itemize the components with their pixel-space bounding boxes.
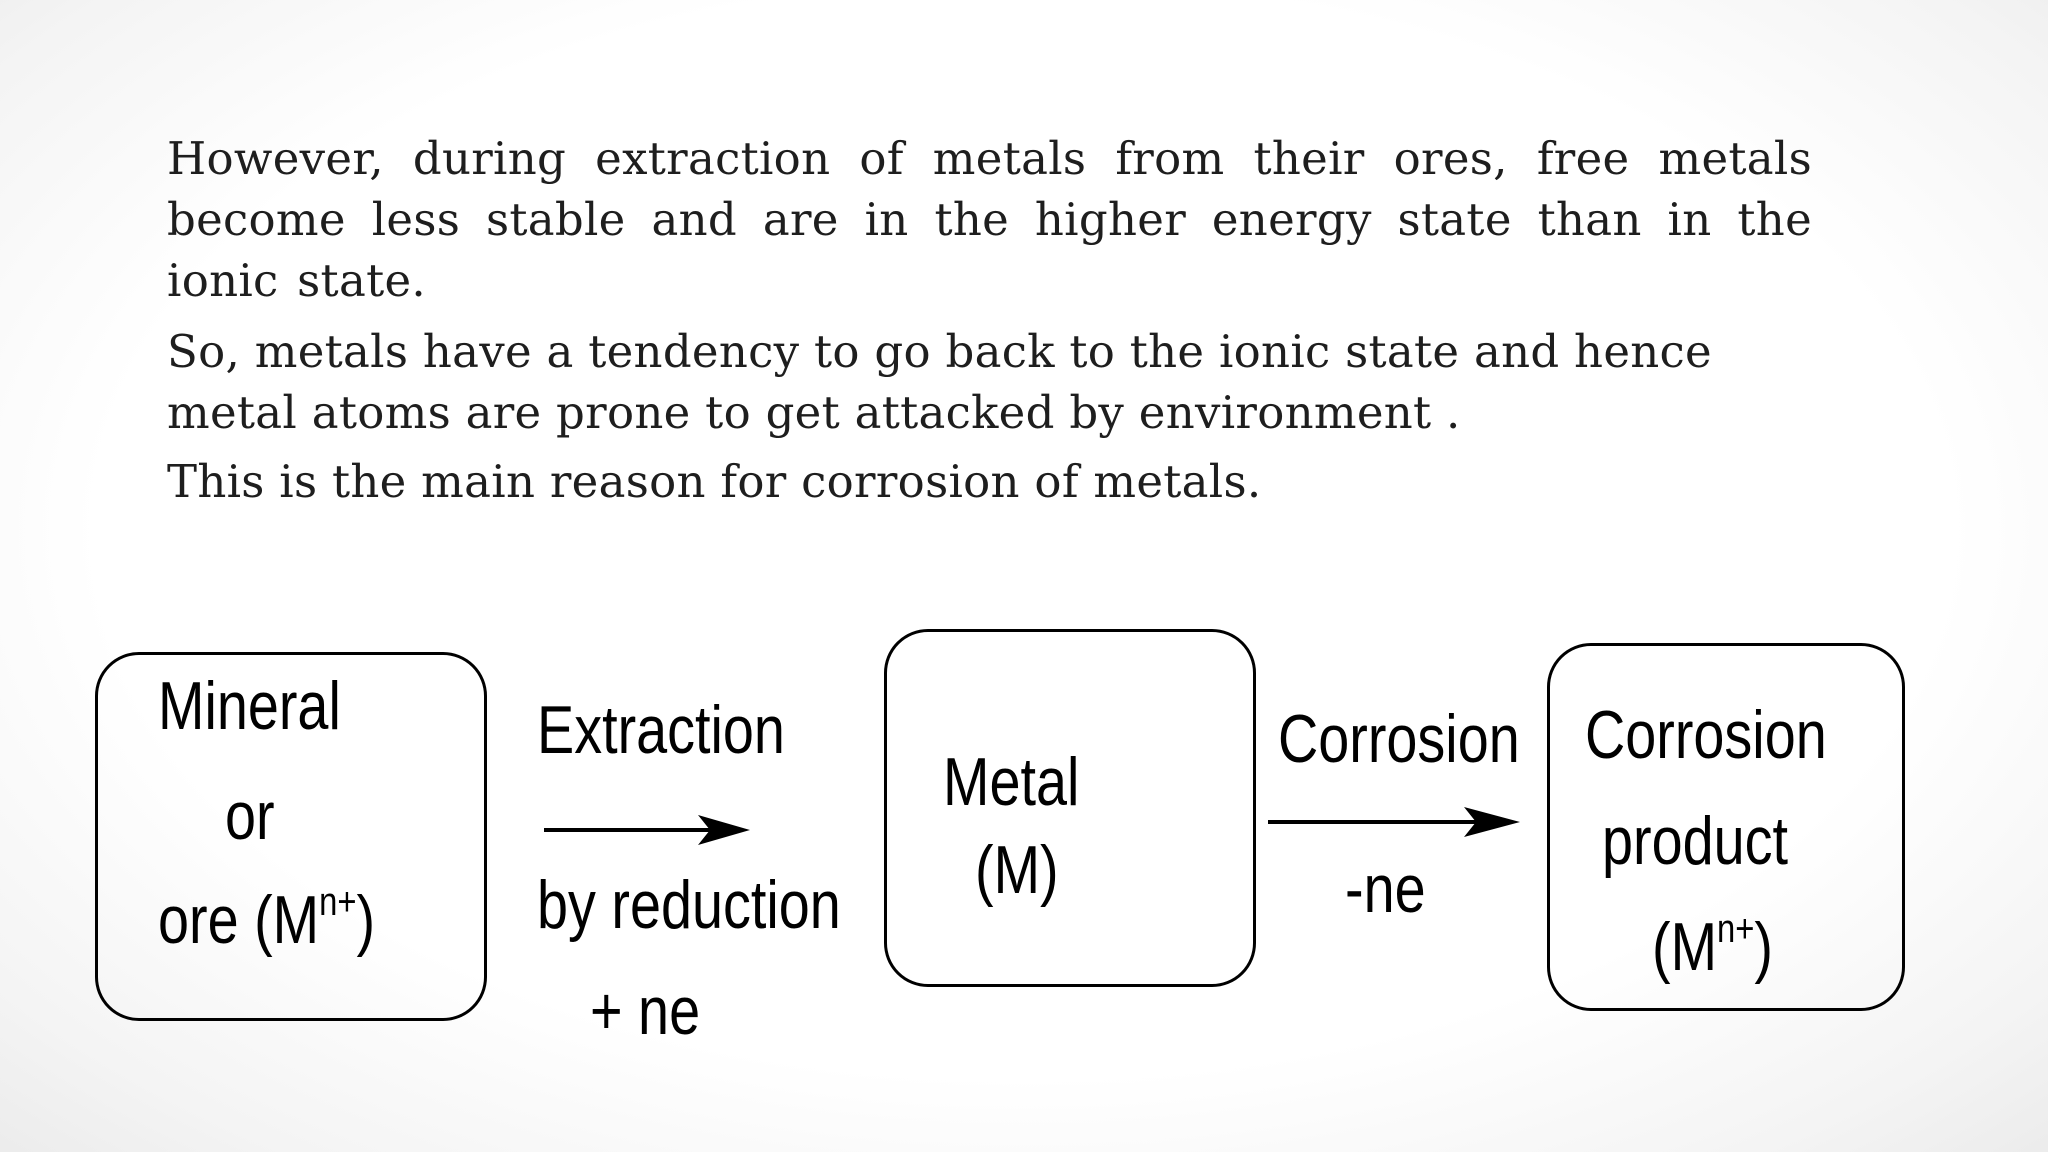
corrosion-product-box	[1547, 643, 1905, 1011]
corrosion-product-label: Corrosion	[1585, 697, 1827, 773]
by-reduction-label: by reduction	[537, 867, 841, 943]
paragraph-extraction: However, during extraction of metals fro…	[167, 132, 1812, 307]
paragraph-tendency: So, metals have a tendency to go back to…	[167, 325, 1712, 439]
product-charge-superscript: n+	[1717, 907, 1755, 951]
metal-symbol-label: (M)	[975, 832, 1059, 908]
corrosion-arrow-icon	[1268, 807, 1520, 837]
ion-charge-superscript: n+	[319, 880, 357, 924]
corrosion-arrow-label: Corrosion	[1278, 701, 1520, 777]
slide-body-text: However, during extraction of metals fro…	[167, 128, 1812, 512]
extraction-label: Extraction	[537, 692, 785, 768]
or-label: or	[225, 778, 275, 854]
mineral-ore-box	[95, 652, 487, 1021]
product-label: product	[1602, 803, 1788, 879]
extraction-arrow-icon	[544, 815, 750, 845]
product-formula-label: (Mn+)	[1652, 907, 1774, 985]
minus-ne-label: -ne	[1345, 851, 1426, 927]
plus-ne-label: + ne	[590, 973, 701, 1049]
paragraph-reason: This is the main reason for corrosion of…	[167, 455, 1262, 508]
mineral-label: Mineral	[158, 668, 341, 744]
metal-box	[884, 629, 1256, 987]
ore-formula-label: ore (Mn+)	[158, 880, 376, 958]
metal-label: Metal	[943, 744, 1080, 820]
